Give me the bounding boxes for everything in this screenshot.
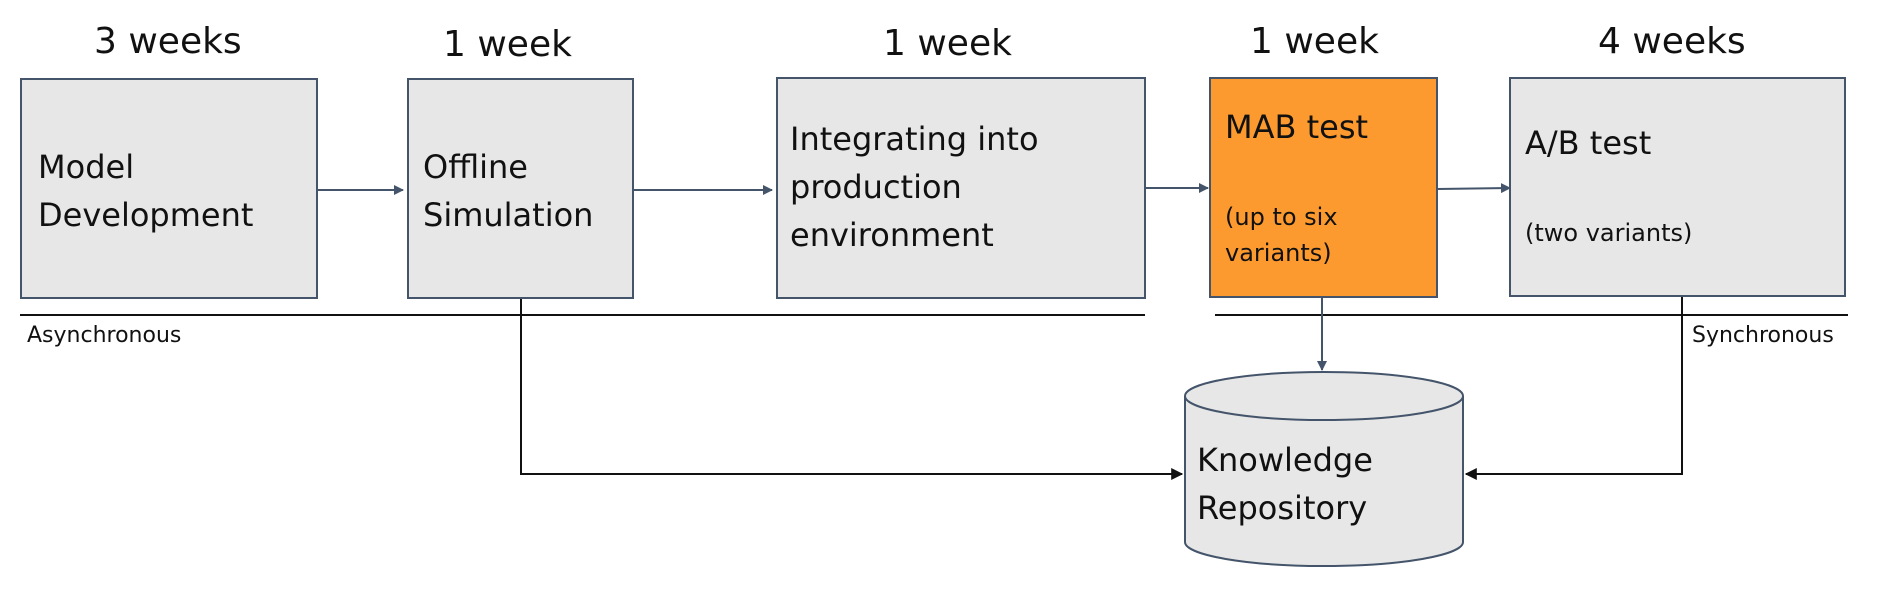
stage-box-integration: Integrating into production environment [776, 77, 1146, 299]
stage-title-integration: Integrating into production environment [790, 120, 1039, 254]
stage-box-ab-test: A/B test (two variants) [1509, 77, 1846, 297]
connector-ab-to-repository [1464, 297, 1683, 480]
stage-note-mab-test: (up to six variants) [1225, 203, 1338, 267]
duration-mab-test: 1 week [1250, 21, 1379, 62]
zone-label-synchronous: Synchronous [1692, 323, 1834, 348]
stage-title-mab-test: MAB test [1225, 108, 1369, 146]
knowledge-repository-label: Knowledge Repository [1197, 441, 1373, 527]
zone-label-asynchronous: Asynchronous [27, 323, 182, 348]
stage-box-model-development: Model Development [20, 78, 318, 299]
stage-title-offline-simulation: Offline Simulation [423, 148, 594, 234]
duration-offline-simulation: 1 week [443, 24, 572, 65]
duration-model-development: 3 weeks [94, 21, 242, 62]
stage-title-ab-test: A/B test [1525, 124, 1652, 162]
stage-title-model-development: Model Development [38, 148, 254, 234]
stage-note-ab-test: (two variants) [1525, 219, 1693, 247]
knowledge-repository-cylinder [1184, 371, 1464, 567]
duration-ab-test: 4 weeks [1598, 21, 1746, 62]
duration-integration: 1 week [883, 23, 1012, 64]
stage-box-mab-test: MAB test (up to six variants) [1209, 77, 1438, 298]
connector-offline-to-repository [520, 298, 1184, 480]
arrow-mab-to-ab [1436, 183, 1511, 194]
stage-box-offline-simulation: Offline Simulation [407, 78, 634, 299]
